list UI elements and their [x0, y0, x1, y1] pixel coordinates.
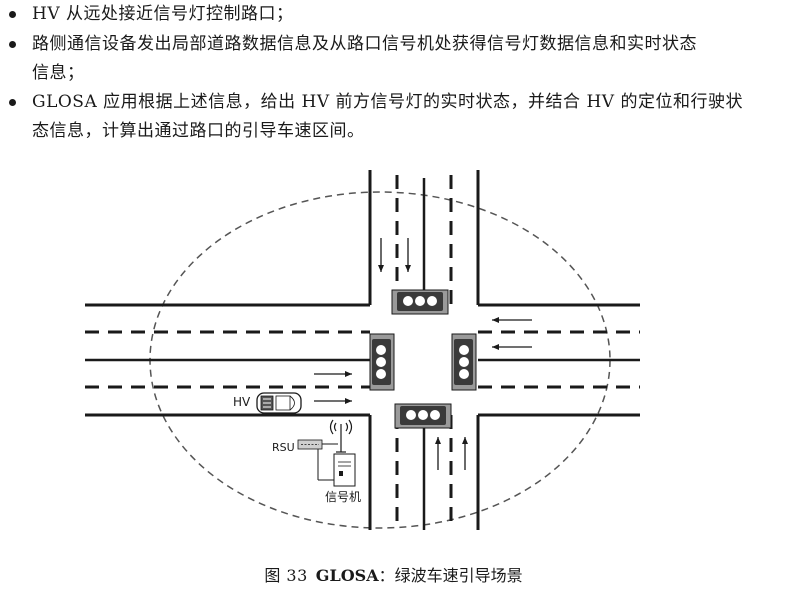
vertical-lane-markings	[395, 175, 453, 530]
figure-caption: 图 33 GLOSA：绿波车速引导场景	[0, 566, 787, 586]
traffic-light-south	[394, 403, 452, 429]
bullet-text: HV 从远处接近信号灯控制路口；	[32, 4, 294, 24]
intersection-svg: HV RSU	[85, 170, 640, 530]
caption-number: 图 33	[264, 566, 308, 585]
bullet-text: 态信息，计算出通过路口的引导车速区间。	[32, 121, 365, 141]
bullet-text: 路侧通信设备发出局部道路数据信息及从路口信号机处获得信号灯数据信息和实时状态	[32, 34, 697, 54]
signal-controller: 信号机	[317, 449, 361, 504]
horizontal-road	[85, 303, 640, 417]
traffic-flow-arrows	[314, 238, 532, 470]
traffic-light-north	[391, 289, 449, 315]
hv-label: HV	[233, 395, 251, 409]
caption-text: 绿波车速引导场景	[394, 566, 523, 585]
caption-term: GLOSA	[315, 566, 379, 585]
rsu-device: RSU	[272, 439, 338, 454]
horizontal-lane-markings	[85, 330, 640, 389]
bullet-marker	[9, 99, 16, 106]
vertical-road	[368, 170, 480, 530]
signal-controller-label: 信号机	[325, 490, 361, 504]
rsu-label: RSU	[272, 441, 295, 454]
host-vehicle: HV	[233, 392, 302, 414]
traffic-light-west	[369, 333, 395, 391]
intersection-diagram: HV RSU	[0, 160, 787, 540]
caption-separator: ：	[378, 566, 395, 585]
bullet-text: 信息；	[32, 63, 85, 83]
antenna-icon	[329, 419, 353, 453]
bullet-marker	[9, 11, 16, 18]
bullet-text: GLOSA 应用根据上述信息，给出 HV 前方信号灯的实时状态，并结合 HV 的…	[32, 92, 743, 112]
traffic-light-east	[451, 333, 477, 391]
bullet-marker	[9, 41, 16, 48]
